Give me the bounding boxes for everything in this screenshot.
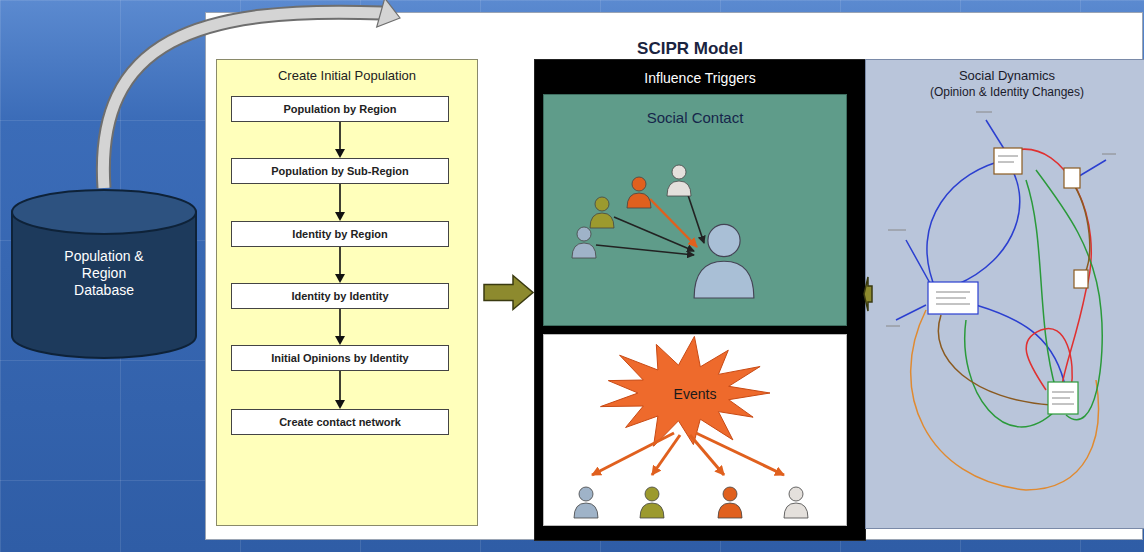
node-heading: Identity by Identity (232, 290, 448, 303)
node-heading: Create contact network (232, 416, 448, 429)
drawn-path (927, 160, 1006, 290)
connector-line (339, 122, 341, 150)
drawn-path (1016, 149, 1091, 390)
drawn-rect (1074, 270, 1088, 288)
drawn-line (592, 433, 674, 475)
drawn-line (596, 245, 694, 255)
dynamics-panel: Social Dynamics(Opinion & Identity Chang… (865, 59, 1144, 529)
process-box: Initial Opinions by Identity (231, 345, 449, 371)
node-heading: Events (544, 386, 846, 403)
drawn-line (650, 199, 697, 247)
drawn-path (896, 120, 1106, 320)
drawn-g (928, 148, 1088, 414)
drawn-use (718, 487, 742, 518)
drawn-path (965, 320, 1056, 427)
drawn-g (886, 112, 1116, 404)
drawn-use (572, 227, 596, 258)
drawn-use (667, 165, 691, 196)
drawn-line (686, 189, 704, 243)
connector (103, 0, 400, 188)
connector-line (103, 12, 382, 188)
process-box: Population by Sub-Region (231, 158, 449, 184)
drawn-circle (708, 224, 740, 256)
connector (335, 309, 345, 345)
node-heading: Initial Opinions by Identity (232, 352, 448, 365)
drawn-path (938, 315, 1051, 405)
drawn-path (956, 160, 1020, 285)
node-heading: Social Dynamics (866, 68, 1144, 85)
drawn-use (590, 197, 614, 228)
drawn-rect (994, 148, 1022, 174)
connector (335, 122, 345, 158)
drawn-line (696, 433, 784, 475)
connector (335, 371, 345, 409)
drawn-line (614, 217, 694, 251)
arrow-head (335, 336, 345, 345)
trigger-panel: Influence Triggers Social Contact Events (534, 59, 866, 541)
node-heading: Social Contact (544, 109, 846, 127)
connector (484, 276, 533, 310)
drawn-use (640, 487, 664, 518)
arrow-head (335, 149, 345, 158)
node-heading: SCIPR Model (238, 39, 1142, 59)
node-subheading: (Opinion & Identity Changes) (866, 85, 1144, 101)
drawn-use (784, 487, 808, 518)
connector-line (339, 309, 341, 337)
drawn-path (1071, 180, 1090, 280)
arrow-head (335, 400, 345, 409)
drawn-path (886, 112, 1116, 404)
drawn-g (694, 224, 754, 298)
drawn-line (652, 435, 680, 475)
process-group: Create Initial PopulationPopulation by R… (216, 59, 478, 526)
drawn-g (896, 120, 1106, 490)
node-heading: Population by Region (232, 103, 448, 116)
dynamics-network (866, 60, 1122, 530)
node-heading: Influence Triggers (535, 70, 865, 87)
arrow-head (335, 212, 345, 221)
arrow-head (377, 0, 400, 27)
drawn-path (1026, 180, 1056, 390)
model-panel: SCIPR ModelCreate Initial PopulationPopu… (205, 12, 1143, 540)
block-arrow (864, 277, 872, 311)
node-heading: Create Initial Population (217, 68, 477, 84)
events-illustration (544, 335, 834, 527)
process-box: Identity by Identity (231, 283, 449, 309)
drawn-rect (1064, 168, 1080, 188)
connector-outline (103, 12, 382, 188)
process-box: Create contact network (231, 409, 449, 435)
process-box: Population by Region (231, 96, 449, 122)
connector-line (339, 247, 341, 275)
drawn-path (694, 261, 754, 298)
drawn-use (574, 487, 598, 518)
arrow-head (335, 274, 345, 283)
block-arrow (484, 276, 533, 310)
node-heading: Population by Sub-Region (232, 165, 448, 178)
connector-line (339, 371, 341, 401)
connector (335, 247, 345, 283)
node-heading: Population & Region Database (58, 248, 150, 298)
drawn-path (1026, 328, 1072, 390)
drawn-path (1036, 170, 1102, 420)
social-contact-illustration (544, 95, 834, 327)
drawn-use (627, 177, 651, 208)
drawn-path (911, 310, 1099, 490)
process-box: Identity by Region (231, 221, 449, 247)
node-heading: Identity by Region (232, 228, 448, 241)
connector (864, 277, 872, 311)
connector-line (339, 184, 341, 213)
drawn-line (690, 435, 724, 475)
events-panel: Events (543, 334, 847, 526)
connector (335, 184, 345, 221)
contact-panel: Social Contact (543, 94, 847, 326)
drawn-ellipse (12, 190, 196, 234)
database-node: Population & Region Database (8, 188, 200, 360)
